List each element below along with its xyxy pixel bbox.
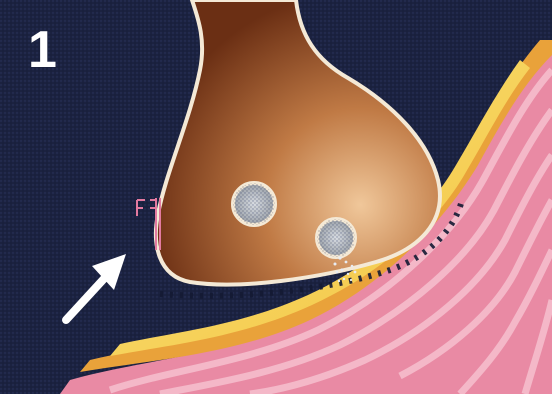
synaptic-vesicle [233, 183, 275, 225]
fusing-vesicle [317, 219, 355, 257]
panel-number: 1 [28, 24, 57, 76]
